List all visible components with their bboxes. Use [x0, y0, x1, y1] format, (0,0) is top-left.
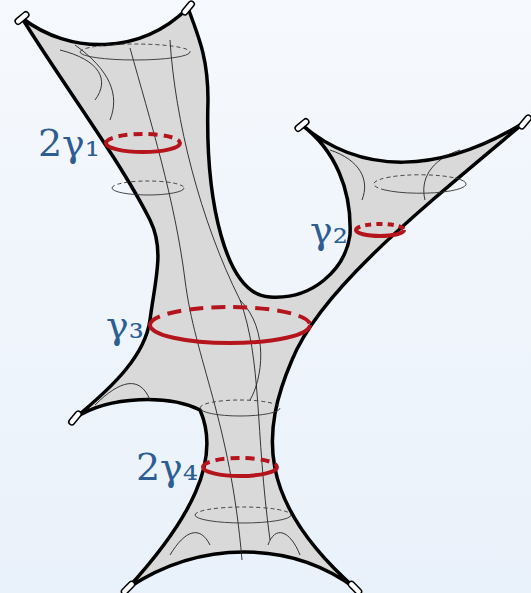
- cuff: [518, 114, 531, 130]
- grid-line: [170, 533, 210, 555]
- cuff: [68, 410, 83, 426]
- curve-label: γ₃: [106, 306, 144, 344]
- section-back: [195, 507, 291, 515]
- section-back: [112, 181, 184, 188]
- cuff: [14, 11, 30, 26]
- geodesics: [106, 134, 404, 476]
- grid-lines: [60, 40, 460, 560]
- section-front: [385, 178, 466, 193]
- section-back: [374, 175, 455, 190]
- section-back: [80, 44, 190, 52]
- geodesic-back: [150, 307, 310, 325]
- curve-label: γ₂: [310, 211, 348, 249]
- grid-line: [75, 45, 114, 120]
- geodesic-back: [106, 134, 180, 143]
- grid-line: [240, 300, 261, 400]
- grid-line: [95, 384, 150, 405]
- grid-line: [330, 150, 365, 200]
- geodesic-front: [150, 325, 310, 343]
- section-front: [112, 188, 184, 195]
- boundary-cuffs: [14, 0, 531, 593]
- geodesic-front: [106, 143, 180, 152]
- curve-label: 2γ₄: [136, 448, 198, 486]
- geodesic-front: [356, 230, 404, 236]
- section-back: [200, 400, 280, 408]
- geodesic-front: [203, 467, 277, 476]
- cuff: [294, 118, 310, 133]
- curve-label: 2γ₁: [38, 124, 100, 162]
- section-front: [195, 515, 291, 523]
- surface-body: [22, 8, 525, 588]
- section-front: [80, 52, 190, 60]
- grid-line: [268, 533, 300, 555]
- cross-sections: [80, 44, 466, 523]
- section-front: [200, 408, 280, 416]
- geodesic-back: [203, 458, 277, 467]
- cuff: [181, 0, 196, 16]
- grid-line: [130, 48, 242, 560]
- cuff: [347, 580, 363, 593]
- cuff: [120, 580, 136, 593]
- geodesic-back: [356, 224, 404, 230]
